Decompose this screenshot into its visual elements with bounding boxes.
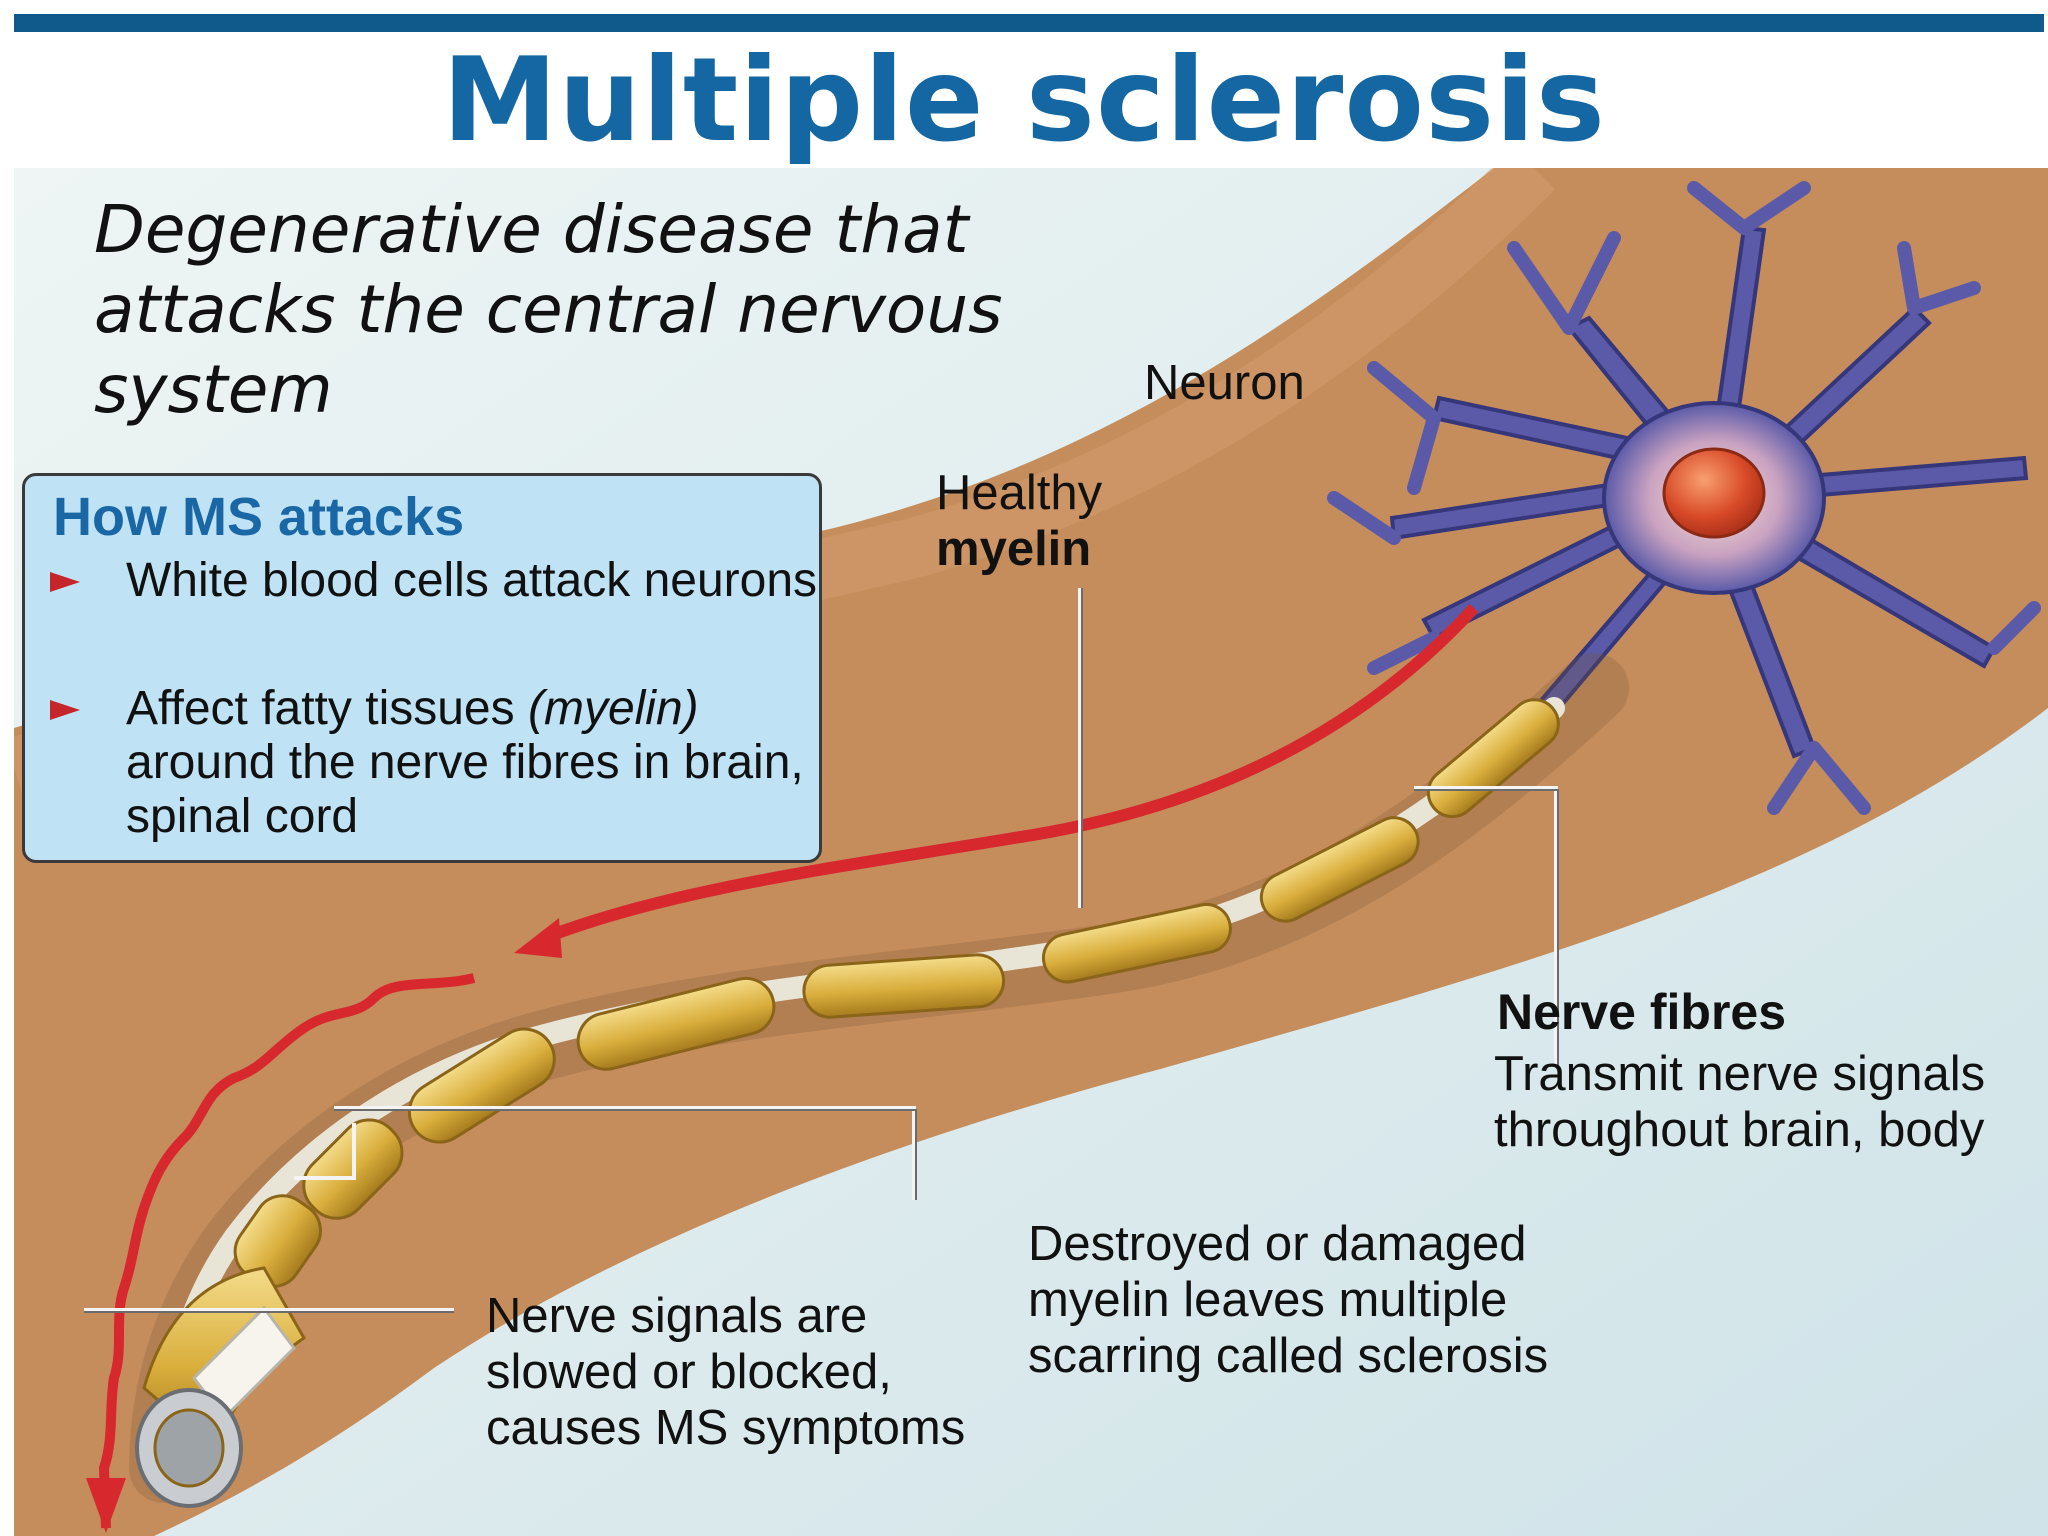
how-ms-attacks-box: How MS attacks White blood cells attack … <box>22 473 822 863</box>
bullet-text: White blood cells attack neurons <box>126 554 818 607</box>
page-title: Multiple sclerosis <box>442 33 1606 168</box>
nerve-fibres-title: Nerve fibres <box>1497 984 1787 1040</box>
healthy-label-line2: myelin <box>936 522 1092 576</box>
nucleus <box>1662 447 1766 539</box>
bullet-arrow-icon <box>50 572 80 592</box>
healthy-myelin-label: Healthy myelin <box>936 465 1102 577</box>
signal-arrows <box>86 603 1479 1533</box>
bullet-text: Affect fatty tissues (myelin) around the… <box>126 682 826 844</box>
ms-illustration <box>14 168 2048 1536</box>
nerve-fibres-description: Transmit nerve signals throughout brain,… <box>1494 1047 1986 1157</box>
bullet-arrow-icon <box>50 700 80 720</box>
callout-lines <box>84 588 1558 1312</box>
bullet-text-rest: around the nerve fibres in brain, spinal… <box>126 736 804 843</box>
neuron-label: Neuron <box>1144 356 1305 410</box>
damaged-myelin-label: Destroyed or damaged myelin leaves multi… <box>1028 1217 1549 1383</box>
healthy-label-line1: Healthy <box>936 466 1103 520</box>
neuron-cell <box>1327 181 2041 815</box>
illustration-panel <box>14 168 2048 1536</box>
subtitle: Degenerative disease that attacks the ce… <box>94 191 1003 428</box>
bullet-text-italic: (myelin) <box>527 682 699 735</box>
bullet-text-main: Affect fatty tissues <box>126 682 515 735</box>
nerve-signals-label: Nerve signals are slowed or blocked, cau… <box>486 1289 966 1455</box>
box-heading: How MS attacks <box>53 487 465 547</box>
title-rule <box>14 14 2044 32</box>
